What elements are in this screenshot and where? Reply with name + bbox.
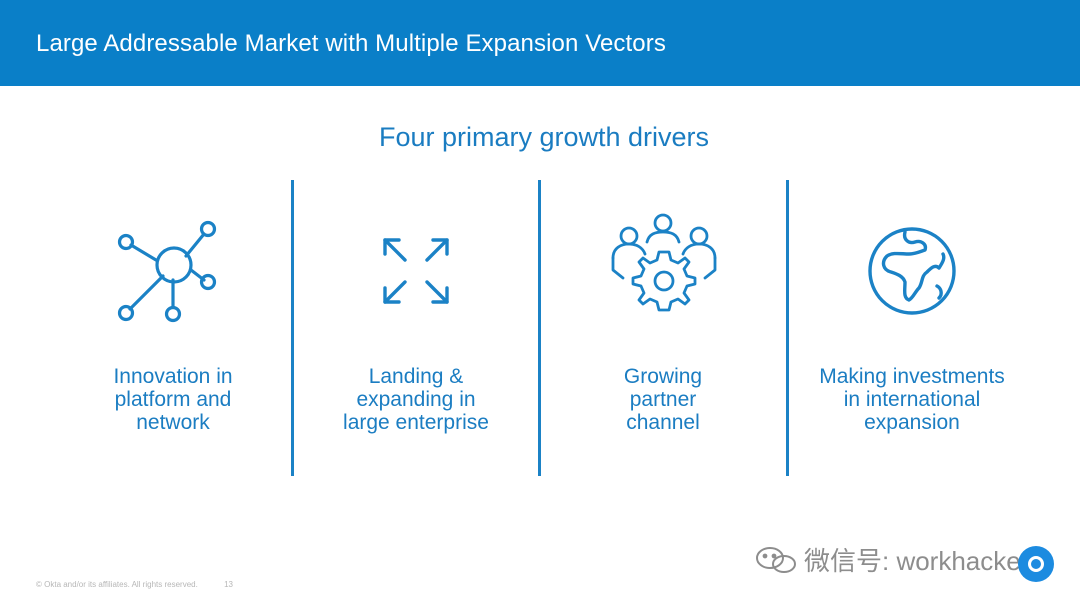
okta-logo-icon — [1018, 546, 1054, 582]
driver-label: Growing partner channel — [623, 365, 703, 434]
column-divider — [786, 180, 789, 476]
globe-icon — [847, 206, 977, 336]
column-divider — [291, 180, 294, 476]
driver-label: Innovation in platform and network — [113, 365, 233, 434]
expand-arrows-icon — [351, 206, 481, 336]
watermark-text: 微信号: workhacker — [804, 546, 1030, 576]
driver-label: Landing & expanding in large enterprise — [343, 365, 489, 434]
partners-gears-icon — [599, 206, 729, 336]
section-subtitle: Four primary growth drivers — [378, 122, 710, 152]
slide-title: Large Addressable Market with Multiple E… — [36, 30, 666, 57]
wechat-icon — [756, 546, 796, 573]
network-hub-icon — [108, 210, 238, 340]
title-bar: Large Addressable Market with Multiple E… — [0, 0, 1080, 86]
page-number: 13 — [224, 580, 233, 589]
footer: © Okta and/or its affiliates. All rights… — [36, 580, 233, 589]
driver-label: Making investments in international expa… — [819, 365, 1005, 434]
column-divider — [538, 180, 541, 476]
copyright-text: © Okta and/or its affiliates. All rights… — [36, 580, 198, 589]
watermark: 微信号: workhacker — [754, 541, 1029, 578]
